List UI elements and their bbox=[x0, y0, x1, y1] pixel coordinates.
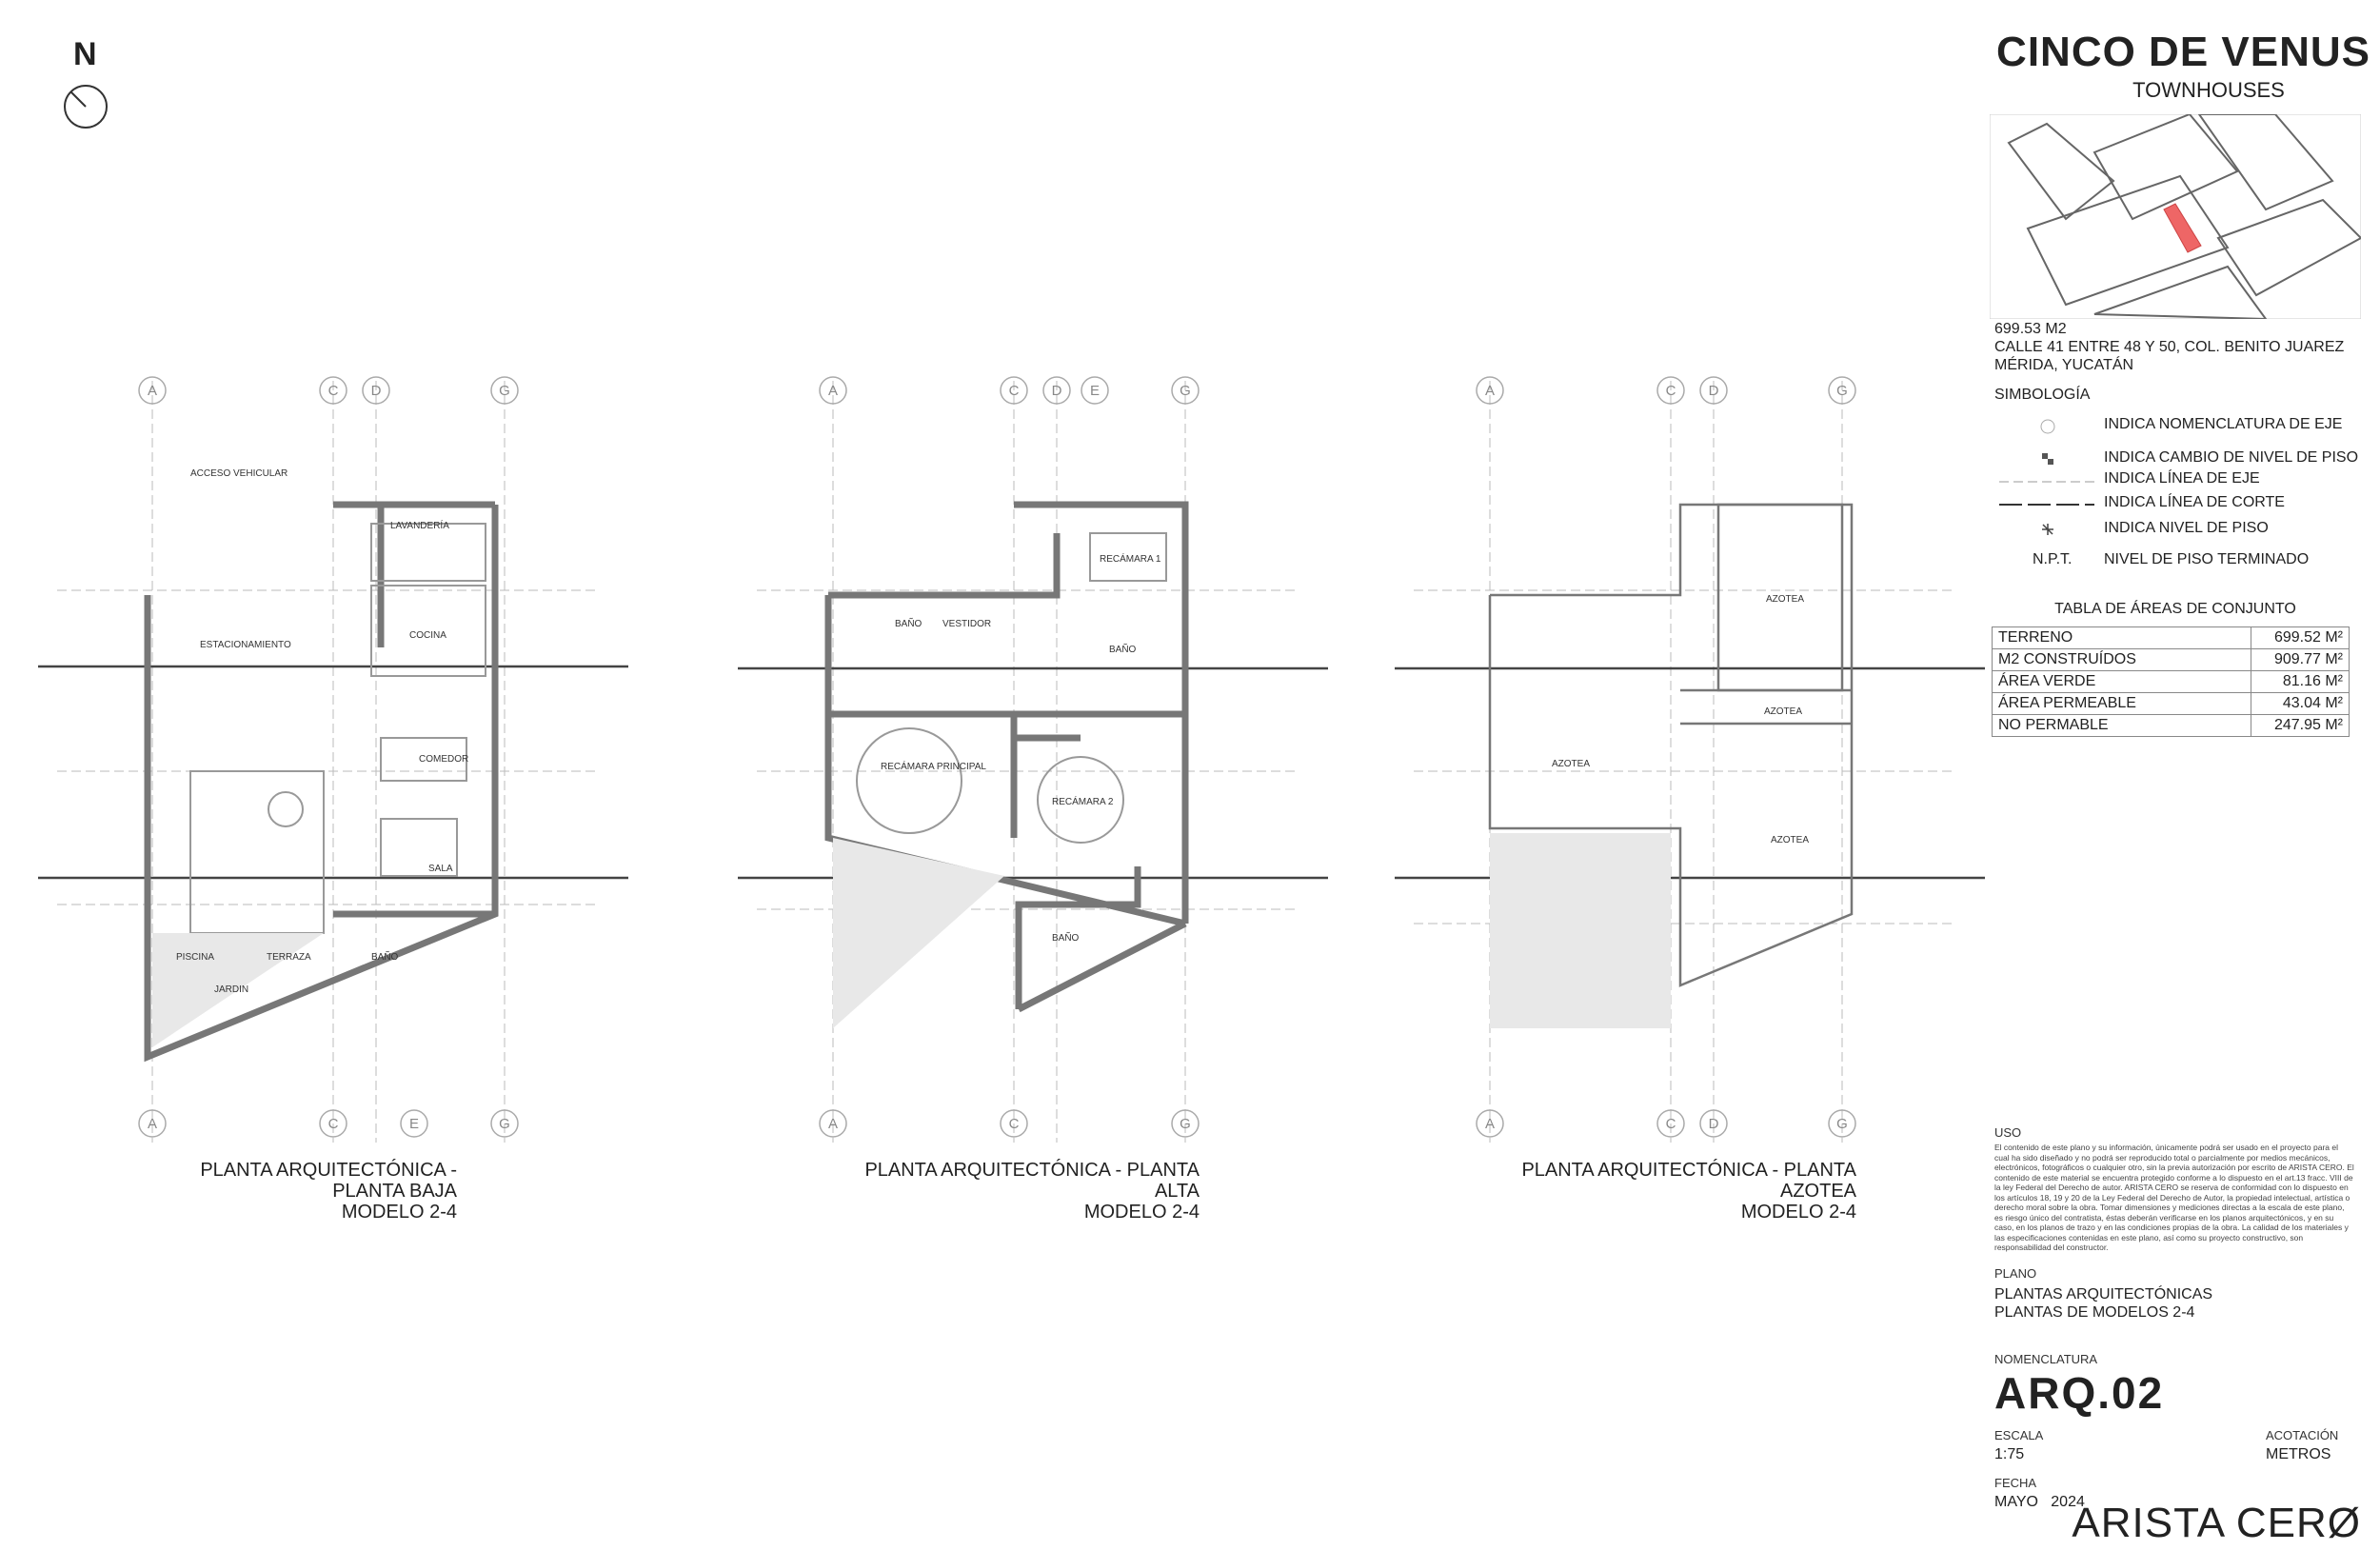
axis-bubbles-planta-baja: A C D G A C E G bbox=[138, 376, 519, 1138]
svg-text:SALA: SALA bbox=[428, 864, 453, 874]
acotacion-value: METROS bbox=[2266, 1446, 2331, 1462]
axis-bubbles-planta-alta: A C D E G A C G bbox=[819, 376, 1200, 1138]
svg-text:AZOTEA: AZOTEA bbox=[1766, 594, 1804, 605]
svg-text:E: E bbox=[409, 1116, 419, 1132]
floor-plan-planta-alta: RECÁMARA 1 BAÑO VESTIDOR BAÑO RECÁMARA P… bbox=[738, 381, 1328, 1143]
plano-line2: PLANTAS DE MODELOS 2-4 bbox=[1994, 1304, 2195, 1321]
svg-text:C: C bbox=[1009, 1116, 1020, 1132]
svg-text:G: G bbox=[499, 383, 510, 399]
svg-text:D: D bbox=[1709, 383, 1719, 399]
svg-text:PISCINA: PISCINA bbox=[176, 952, 214, 963]
svg-text:COCINA: COCINA bbox=[409, 630, 446, 641]
svg-text:BAÑO: BAÑO bbox=[895, 617, 922, 629]
north-arrow-icon bbox=[64, 85, 108, 129]
axis-line-icon bbox=[1999, 481, 2094, 483]
svg-text:A: A bbox=[828, 1116, 838, 1132]
acotacion-title: ACOTACIÓN bbox=[2266, 1428, 2339, 1442]
svg-text:A: A bbox=[828, 383, 838, 399]
location-map bbox=[1990, 114, 2361, 319]
svg-text:D: D bbox=[1709, 1116, 1719, 1132]
svg-text:RECÁMARA 2: RECÁMARA 2 bbox=[1052, 795, 1114, 807]
project-address-line1: CALLE 41 ENTRE 48 Y 50, COL. BENITO JUAR… bbox=[1994, 339, 2345, 355]
sheet-code: ARQ.02 bbox=[1994, 1368, 2165, 1418]
svg-text:A: A bbox=[1485, 1116, 1495, 1132]
svg-text:ACCESO VEHICULAR: ACCESO VEHICULAR bbox=[190, 468, 288, 479]
level-change-icon bbox=[2042, 453, 2053, 465]
project-title: CINCO DE VENUS bbox=[1996, 29, 2370, 75]
svg-text:COMEDOR: COMEDOR bbox=[419, 754, 468, 765]
svg-text:G: G bbox=[499, 1116, 510, 1132]
svg-text:D: D bbox=[1052, 383, 1062, 399]
brand-logo: ARISTA CERØ bbox=[2072, 1500, 2361, 1546]
svg-text:C: C bbox=[328, 383, 339, 399]
symbology-title: SIMBOLOGÍA bbox=[1994, 387, 2091, 403]
svg-text:A: A bbox=[148, 383, 157, 399]
cut-line-icon bbox=[1999, 504, 2094, 506]
uso-text: El contenido de este plano y su informac… bbox=[1994, 1143, 2354, 1252]
plano-line1: PLANTAS ARQUITECTÓNICAS bbox=[1994, 1286, 2213, 1302]
plano-title: PLANO bbox=[1994, 1266, 2037, 1281]
project-area: 699.53 M2 bbox=[1994, 321, 2067, 337]
svg-text:LAVANDERÍA: LAVANDERÍA bbox=[390, 519, 449, 531]
svg-text:AZOTEA: AZOTEA bbox=[1764, 706, 1802, 717]
uso-title: USO bbox=[1994, 1125, 2022, 1140]
svg-text:BAÑO: BAÑO bbox=[1109, 643, 1137, 655]
svg-text:C: C bbox=[1666, 1116, 1676, 1132]
nomenclatura-title: NOMENCLATURA bbox=[1994, 1352, 2098, 1366]
floor-plan-planta-azotea: AZOTEA AZOTEA AZOTEA AZOTEA bbox=[1395, 381, 1985, 1143]
project-subtitle: TOWNHOUSES bbox=[2132, 78, 2285, 102]
svg-text:RECÁMARA PRINCIPAL: RECÁMARA PRINCIPAL bbox=[881, 760, 986, 772]
svg-text:RECÁMARA 1: RECÁMARA 1 bbox=[1100, 552, 1161, 565]
fecha-value: MAYO 2024 bbox=[1994, 1494, 2085, 1510]
svg-text:G: G bbox=[1180, 1116, 1191, 1132]
north-label: N bbox=[73, 36, 97, 72]
axis-bubbles-planta-azotea: A C D G A C D G bbox=[1476, 376, 1856, 1138]
svg-text:C: C bbox=[1009, 383, 1020, 399]
areas-table-title: TABLA DE ÁREAS DE CONJUNTO bbox=[2054, 601, 2296, 617]
svg-text:JARDIN: JARDIN bbox=[214, 984, 248, 995]
svg-text:G: G bbox=[1836, 1116, 1848, 1132]
svg-text:BAÑO: BAÑO bbox=[1052, 931, 1080, 944]
svg-text:G: G bbox=[1180, 383, 1191, 399]
axis-bubble-icon bbox=[2040, 419, 2055, 434]
escala-title: ESCALA bbox=[1994, 1428, 2044, 1442]
svg-text:D: D bbox=[371, 383, 382, 399]
svg-text:A: A bbox=[148, 1116, 157, 1132]
svg-text:C: C bbox=[1666, 383, 1676, 399]
svg-text:VESTIDOR: VESTIDOR bbox=[942, 619, 991, 629]
svg-text:C: C bbox=[328, 1116, 339, 1132]
fecha-title: FECHA bbox=[1994, 1476, 2037, 1490]
svg-text:ESTACIONAMIENTO: ESTACIONAMIENTO bbox=[200, 640, 291, 650]
floor-level-icon bbox=[2042, 524, 2053, 535]
svg-text:AZOTEA: AZOTEA bbox=[1552, 759, 1590, 769]
svg-text:AZOTEA: AZOTEA bbox=[1771, 835, 1809, 845]
svg-text:G: G bbox=[1836, 383, 1848, 399]
escala-value: 1:75 bbox=[1994, 1446, 2025, 1462]
svg-text:E: E bbox=[1090, 383, 1100, 399]
project-address-line2: MÉRIDA, YUCATÁN bbox=[1994, 357, 2134, 373]
svg-text:A: A bbox=[1485, 383, 1495, 399]
svg-text:BAÑO: BAÑO bbox=[371, 950, 399, 963]
floor-plan-planta-baja: ACCESO VEHICULAR LAVANDERÍA COCINA ESTAC… bbox=[38, 381, 628, 1143]
svg-text:TERRAZA: TERRAZA bbox=[267, 952, 311, 963]
